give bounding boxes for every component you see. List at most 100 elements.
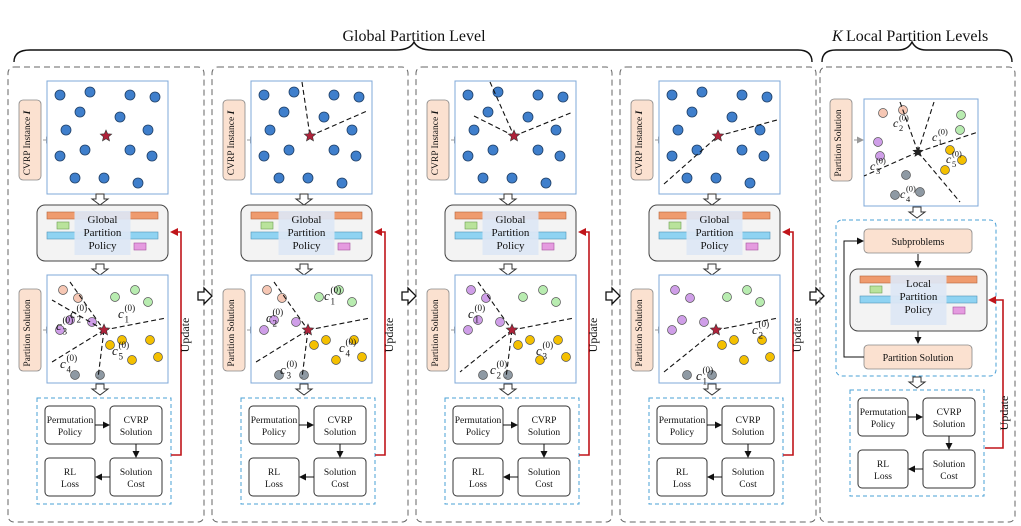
cluster-superscript: (0) xyxy=(331,285,342,295)
instance-label: CVRP Instance I xyxy=(18,99,53,181)
cluster-superscript: (0) xyxy=(938,127,948,136)
cluster-superscript: (0) xyxy=(273,307,284,317)
rl-loss-l1: RL xyxy=(64,468,76,478)
depot-star-icon xyxy=(303,129,317,142)
rl-loss: RL Loss xyxy=(44,457,96,497)
customer-node xyxy=(710,172,722,184)
customer-node xyxy=(744,177,756,189)
partition-node xyxy=(707,370,717,380)
partition-node xyxy=(682,370,692,380)
solution-cost-l2: Cost xyxy=(535,480,553,490)
local-loop-frame xyxy=(835,219,997,377)
customer-node xyxy=(142,124,154,136)
customer-node xyxy=(736,144,748,156)
rl-loss-l2: Loss xyxy=(61,480,79,490)
cluster-subscript: 2 xyxy=(899,124,903,133)
training-loop-frame xyxy=(240,397,376,505)
partition-node xyxy=(742,285,752,295)
partition-node xyxy=(518,292,528,302)
global-step-4: CVRP Instance IGlobalPartitionPolicyPart… xyxy=(619,66,825,523)
local-brace xyxy=(821,40,1013,63)
cluster-letter: c xyxy=(324,288,330,303)
local-partition-node xyxy=(873,137,883,147)
partition-node xyxy=(670,285,680,295)
local-partition-node xyxy=(940,165,950,175)
update-label: Update xyxy=(790,318,804,353)
down-arrow-icon xyxy=(702,263,722,276)
partition-node xyxy=(347,297,357,307)
global-partition-policy-line-0: Global xyxy=(700,214,730,226)
customer-node xyxy=(328,144,340,156)
subproblems: Subproblems xyxy=(863,228,973,254)
policy-label-bg xyxy=(890,275,947,325)
cluster-letter: c xyxy=(266,310,272,325)
cluster-letter: c xyxy=(893,116,899,130)
cluster-letter: c xyxy=(900,187,906,201)
depot-star-icon xyxy=(507,129,521,142)
cluster-superscript: (0) xyxy=(475,303,486,313)
update-arrow xyxy=(170,228,182,456)
layer-bar-pink xyxy=(541,242,555,251)
cvrp-solution-l2: Solution xyxy=(933,420,965,430)
partition-node xyxy=(739,355,749,365)
solution-cost-l1: Solution xyxy=(933,460,965,470)
partition-cut xyxy=(863,151,919,177)
cluster-subscript: 1 xyxy=(938,138,942,147)
partition-node xyxy=(314,292,324,302)
cluster-letter: c xyxy=(752,322,758,337)
right-arrow-icon xyxy=(197,286,213,306)
rl-loss-l2: Loss xyxy=(469,480,487,490)
partition-cut xyxy=(255,329,309,363)
partition-node xyxy=(538,285,548,295)
partition-node xyxy=(262,285,272,295)
cluster-letter: c xyxy=(70,306,76,321)
global-partition-policy-line-1: Partition xyxy=(696,227,734,239)
permutation-policy-l2: Policy xyxy=(871,420,896,430)
partition-cut xyxy=(917,101,935,153)
partition-node xyxy=(55,325,65,335)
local-update-label: Update xyxy=(997,396,1011,431)
customer-node xyxy=(69,172,81,184)
partition-node xyxy=(127,355,137,365)
customer-node xyxy=(532,144,544,156)
partition-cut xyxy=(309,110,368,137)
customer-node xyxy=(492,86,504,98)
solution-cost-l1: Solution xyxy=(324,468,356,478)
cluster-superscript: (0) xyxy=(67,353,78,363)
instance-label-box xyxy=(630,99,654,181)
customer-node xyxy=(666,89,678,101)
policy-label-bg xyxy=(482,211,539,255)
permutation-policy-l1: Permutation xyxy=(860,408,907,418)
partition-node xyxy=(357,352,367,362)
layer-bar-pink xyxy=(133,242,147,251)
customer-node xyxy=(554,150,566,162)
layer-bar-pink xyxy=(745,242,759,251)
training-loop: PermutationPolicyCVRPSolutionRLLossSolut… xyxy=(648,397,784,505)
local-partition-node xyxy=(956,110,966,120)
cvrp-solution-l1: CVRP xyxy=(736,416,761,426)
cluster-letter: c xyxy=(870,159,876,173)
solution-cost-l1: Solution xyxy=(120,468,152,478)
customer-node xyxy=(736,89,748,101)
partition-panel xyxy=(46,274,169,384)
partition-node xyxy=(349,335,359,345)
update-arrow xyxy=(578,228,590,456)
cluster-letter: c xyxy=(339,340,345,355)
partition-cut xyxy=(715,317,779,331)
policy-label-bg xyxy=(278,211,335,255)
cluster-subscript: 2 xyxy=(759,331,764,341)
partition-node xyxy=(699,317,709,327)
